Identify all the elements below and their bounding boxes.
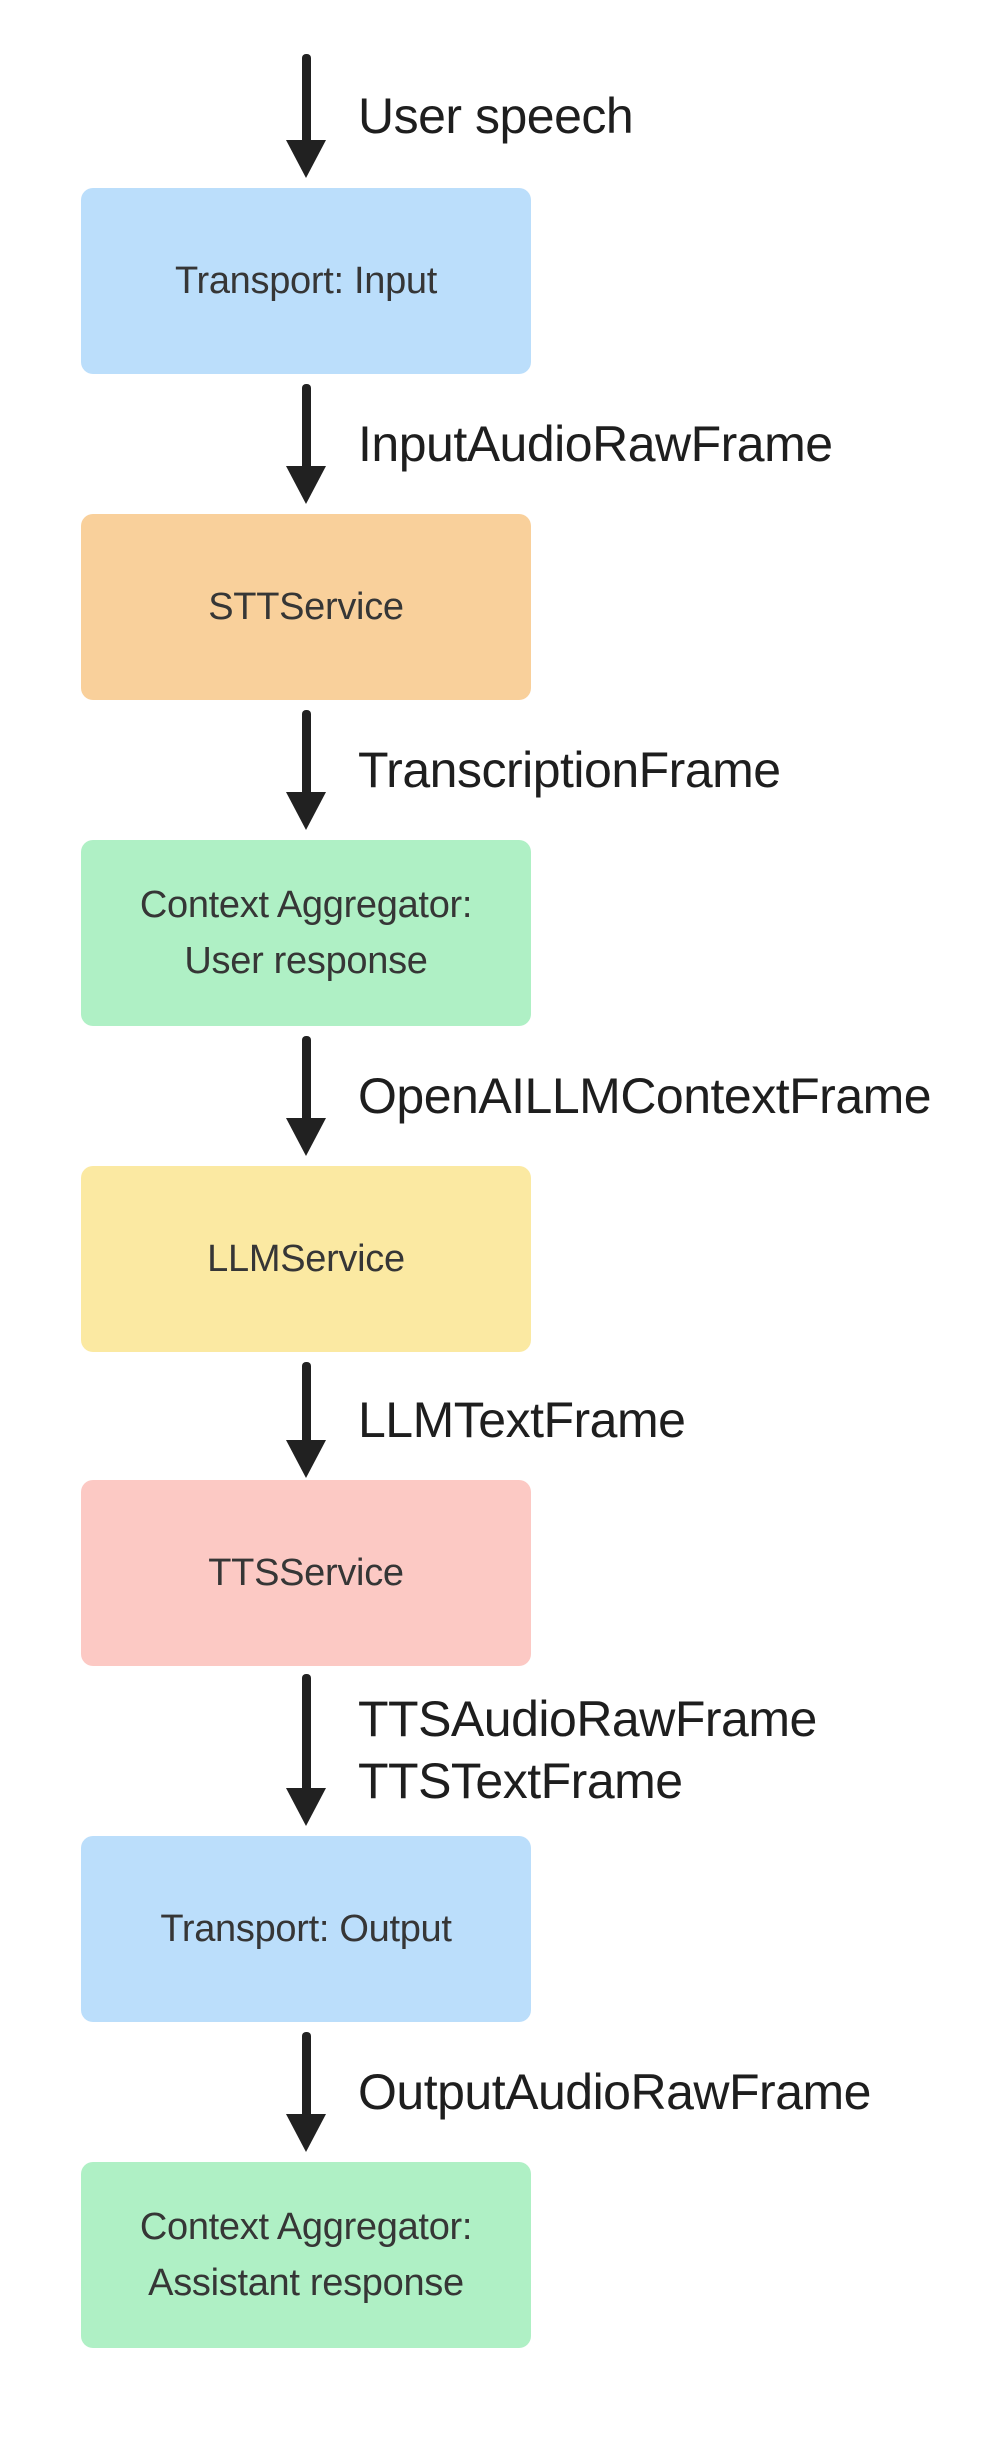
- node-label: TTSService: [208, 1552, 404, 1594]
- edge-label-line: LLMTextFrame: [358, 1392, 686, 1448]
- down-arrow: [286, 1674, 326, 1826]
- node-llm-service: LLMService: [81, 1166, 531, 1352]
- edge-label-output-audio-raw-frame: OutputAudioRawFrame: [358, 2032, 871, 2152]
- arrow-shaft: [301, 1036, 311, 1118]
- arrow-shaft: [301, 384, 311, 466]
- edge-label-openai-llm-context-frame: OpenAILLMContextFrame: [358, 1036, 932, 1156]
- down-arrow: [286, 1362, 326, 1478]
- node-label: STTService: [208, 586, 404, 628]
- edge-label-transcription-frame: TranscriptionFrame: [358, 710, 781, 830]
- node-tts-service: TTSService: [81, 1480, 531, 1666]
- arrow-shaft: [301, 1362, 311, 1440]
- down-arrow: [286, 384, 326, 504]
- edge-label-line: TTSAudioRawFrame: [358, 1691, 817, 1747]
- edge-label-line: User speech: [358, 88, 634, 144]
- down-arrow: [286, 54, 326, 178]
- edge-label-input-audio-raw-frame: InputAudioRawFrame: [358, 384, 833, 504]
- arrow-shaft: [301, 710, 311, 792]
- arrow-head-icon: [286, 466, 326, 504]
- node-label: Transport: Output: [160, 1908, 452, 1950]
- down-arrow: [286, 1036, 326, 1156]
- edge-label-tts-frames: TTSAudioRawFrame TTSTextFrame: [358, 1674, 817, 1826]
- edge-label-line: InputAudioRawFrame: [358, 416, 833, 472]
- node-stt-service: STTService: [81, 514, 531, 700]
- arrow-head-icon: [286, 792, 326, 830]
- arrow-head-icon: [286, 2114, 326, 2152]
- edge-label-line: TTSTextFrame: [358, 1753, 683, 1809]
- node-transport-output: Transport: Output: [81, 1836, 531, 2022]
- node-context-aggregator-user: Context Aggregator: User response: [81, 840, 531, 1026]
- arrow-head-icon: [286, 1440, 326, 1478]
- edge-label-line: TranscriptionFrame: [358, 742, 781, 798]
- arrow-shaft: [301, 1674, 311, 1788]
- node-label: User response: [184, 940, 428, 982]
- down-arrow: [286, 710, 326, 830]
- arrow-shaft: [301, 54, 311, 140]
- node-label: Context Aggregator:: [139, 2206, 473, 2248]
- node-label: Transport: Input: [174, 260, 438, 302]
- node-label: LLMService: [207, 1238, 405, 1280]
- node-context-aggregator-assistant: Context Aggregator: Assistant response: [81, 2162, 531, 2348]
- node-label: Assistant response: [148, 2262, 464, 2304]
- arrow-shaft: [301, 2032, 311, 2114]
- node-label: Context Aggregator:: [139, 884, 473, 926]
- arrow-head-icon: [286, 140, 326, 178]
- node-transport-input: Transport: Input: [81, 188, 531, 374]
- edge-label-line: OpenAILLMContextFrame: [358, 1068, 932, 1124]
- edge-label-llm-text-frame: LLMTextFrame: [358, 1362, 686, 1478]
- arrow-head-icon: [286, 1788, 326, 1826]
- edge-label-user-speech: User speech: [358, 54, 634, 178]
- edge-label-line: OutputAudioRawFrame: [358, 2064, 871, 2120]
- arrow-head-icon: [286, 1118, 326, 1156]
- down-arrow: [286, 2032, 326, 2152]
